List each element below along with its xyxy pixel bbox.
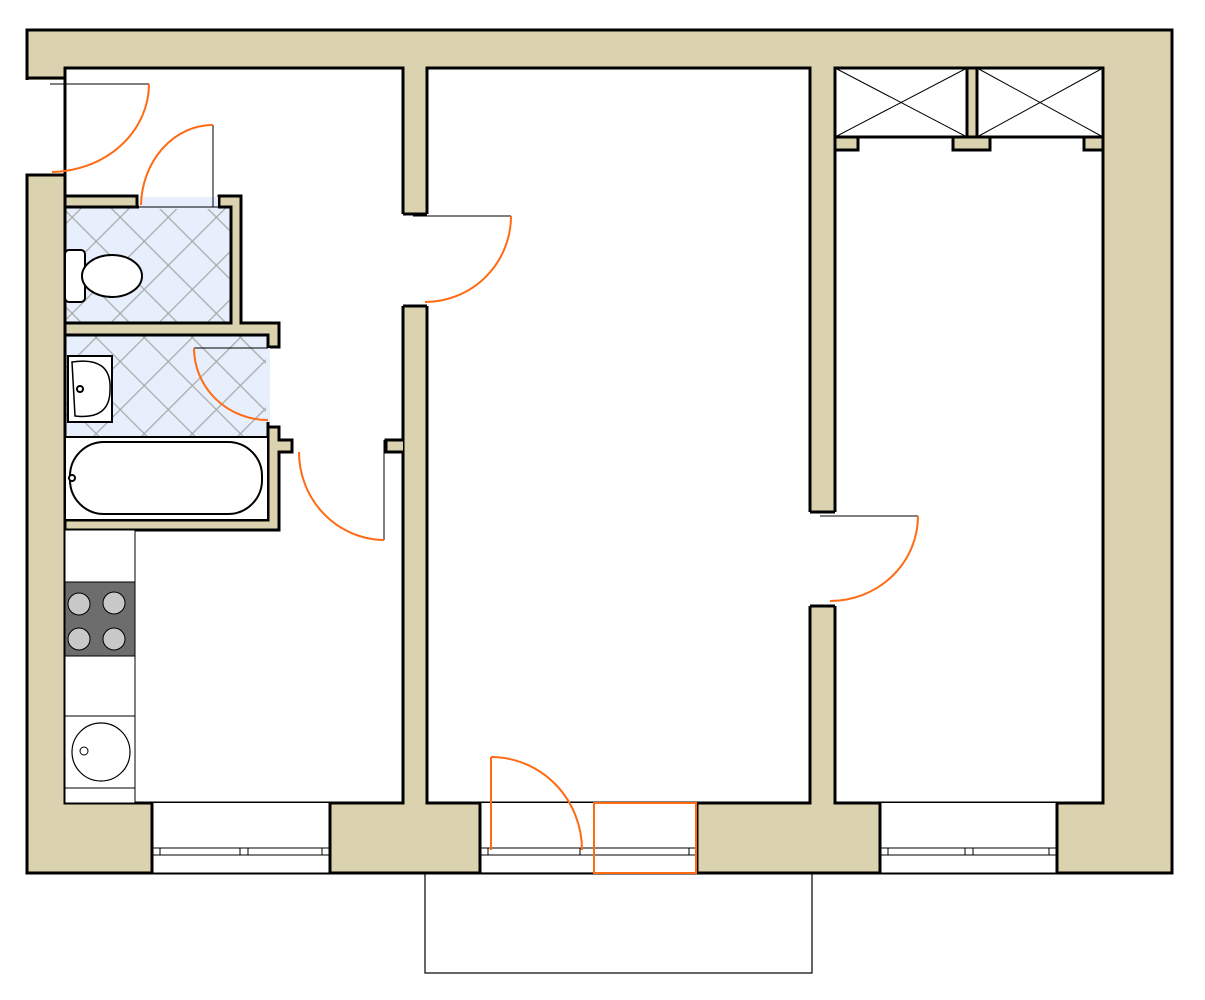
bedroom xyxy=(833,66,1105,805)
window-bedroom xyxy=(880,847,1057,874)
toilet-icon xyxy=(64,249,143,303)
living-door-opening xyxy=(401,214,429,306)
bedroom-door xyxy=(820,515,919,602)
washing-machine-icon xyxy=(71,722,131,782)
toilet-door-opening xyxy=(139,197,218,209)
toilet-door xyxy=(140,124,214,207)
doors xyxy=(50,83,919,874)
stove-icon xyxy=(64,581,136,657)
living-room xyxy=(425,66,812,805)
bathroom-door xyxy=(193,347,269,421)
wardrobes xyxy=(833,66,1105,152)
bath-door-opening xyxy=(266,348,270,422)
entrance-door xyxy=(50,83,150,173)
window-kitchen xyxy=(152,847,330,874)
sink-icon xyxy=(67,355,113,423)
walls xyxy=(24,28,1174,875)
balcony xyxy=(424,872,813,974)
fixtures xyxy=(64,249,269,804)
balcony-door xyxy=(490,756,697,874)
living-room-door xyxy=(413,215,512,303)
bedroom-door-opening xyxy=(808,512,837,606)
kitchen-door xyxy=(298,440,385,541)
bathtub-icon xyxy=(64,436,269,521)
entrance-opening xyxy=(24,80,66,174)
